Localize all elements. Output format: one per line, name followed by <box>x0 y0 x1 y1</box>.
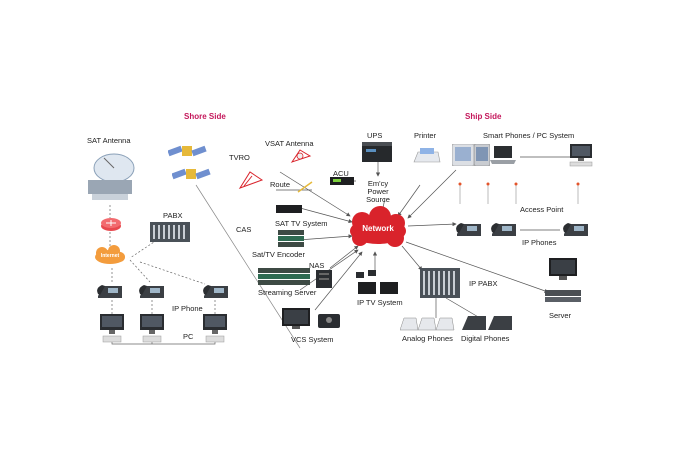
streaming-server-label: Streaming Server <box>258 288 317 297</box>
emergency-power-label: Em'cy Power Source <box>360 180 396 204</box>
analog-phones-icon <box>400 317 455 331</box>
printer-label: Printer <box>414 131 437 140</box>
shore-ip-phone-label: IP Phone <box>172 304 203 313</box>
server-label: Server <box>549 311 572 320</box>
emergency-power-line-3: Source <box>366 195 390 204</box>
pabx-rack-icon <box>150 222 190 242</box>
smart-phones-label: Smart Phones / PC System <box>483 131 575 140</box>
shore-ip-phone-1-icon <box>97 285 122 298</box>
tablet-1-icon <box>452 144 474 166</box>
ip-pabx-rack-icon <box>420 268 460 298</box>
shore-pc-3-icon <box>203 314 227 343</box>
ship-ip-phone-2-icon <box>491 223 516 236</box>
network-cloud <box>350 206 406 247</box>
access-point-antennas <box>459 184 579 204</box>
laptop-icon <box>490 146 516 164</box>
internet-cloud <box>95 245 125 264</box>
tvro-antenna-icon <box>238 171 264 189</box>
ship-ip-phone-1-icon <box>456 223 481 236</box>
tvro-label: TVRO <box>229 153 250 162</box>
ship-ip-phone-3-icon <box>563 223 588 236</box>
emergency-power-line-1: Em'cy <box>367 179 389 188</box>
ups-label: UPS <box>367 131 383 140</box>
ip-phones-label: IP Phones <box>522 238 557 247</box>
nas-unit-icon <box>316 270 332 288</box>
shore-pc-label: PC <box>183 332 194 341</box>
network-label: Network <box>362 224 394 233</box>
smartphone-icon <box>474 144 490 166</box>
sat-tv-system-label: SAT TV System <box>275 219 328 228</box>
digital-phones-icon <box>462 316 512 330</box>
cas-label: CAS <box>236 225 252 234</box>
sat-antenna-label: SAT Antenna <box>87 136 131 145</box>
server-icon <box>545 258 581 302</box>
satellite-2-icon <box>172 168 211 180</box>
router-icon <box>101 218 121 231</box>
printer-icon <box>413 148 441 163</box>
route-label: Route <box>270 180 291 189</box>
nas-label: NAS <box>309 261 325 270</box>
analog-phones-label: Analog Phones <box>402 334 453 343</box>
acu-unit-icon <box>330 177 354 185</box>
access-point-label: Access Point <box>520 205 564 214</box>
sat-tv-encoder-icon <box>278 230 304 247</box>
route-antenna-icon <box>297 181 313 193</box>
shore-ip-phone-2-icon <box>139 285 164 298</box>
satellite-dish-icon <box>88 153 135 200</box>
access-point-tips <box>458 182 580 186</box>
shore-side-title: Shore Side <box>184 112 226 121</box>
acu-label: ACU <box>333 169 349 178</box>
digital-phones-label: Digital Phones <box>461 334 510 343</box>
vsat-antenna-label: VSAT Antenna <box>265 139 314 148</box>
vcs-system-label: VCS System <box>291 335 334 344</box>
shore-pc-1-icon <box>100 314 124 343</box>
vcs-system-icon <box>282 308 340 329</box>
iptv-system-label: IP TV System <box>357 298 403 307</box>
shore-pc-2-icon <box>140 314 164 343</box>
emergency-power-line-2: Power <box>367 187 389 196</box>
vsat-antenna-icon <box>290 149 312 163</box>
sat-tv-box-icon <box>276 205 302 213</box>
satellite-1-icon <box>168 145 207 157</box>
shore-ip-phone-3-icon <box>203 285 228 298</box>
ups-icon <box>362 142 392 162</box>
pabx-label: PABX <box>163 211 183 220</box>
ship-pc-icon <box>569 144 593 167</box>
sat-tv-encoder-label: Sat/TV Encoder <box>252 250 305 259</box>
ship-side-title: Ship Side <box>465 112 502 121</box>
streaming-server-icon <box>258 268 310 285</box>
iptv-system-icon <box>356 270 398 294</box>
internet-label: Internet <box>100 253 120 259</box>
ip-pabx-label: IP PABX <box>469 279 498 288</box>
